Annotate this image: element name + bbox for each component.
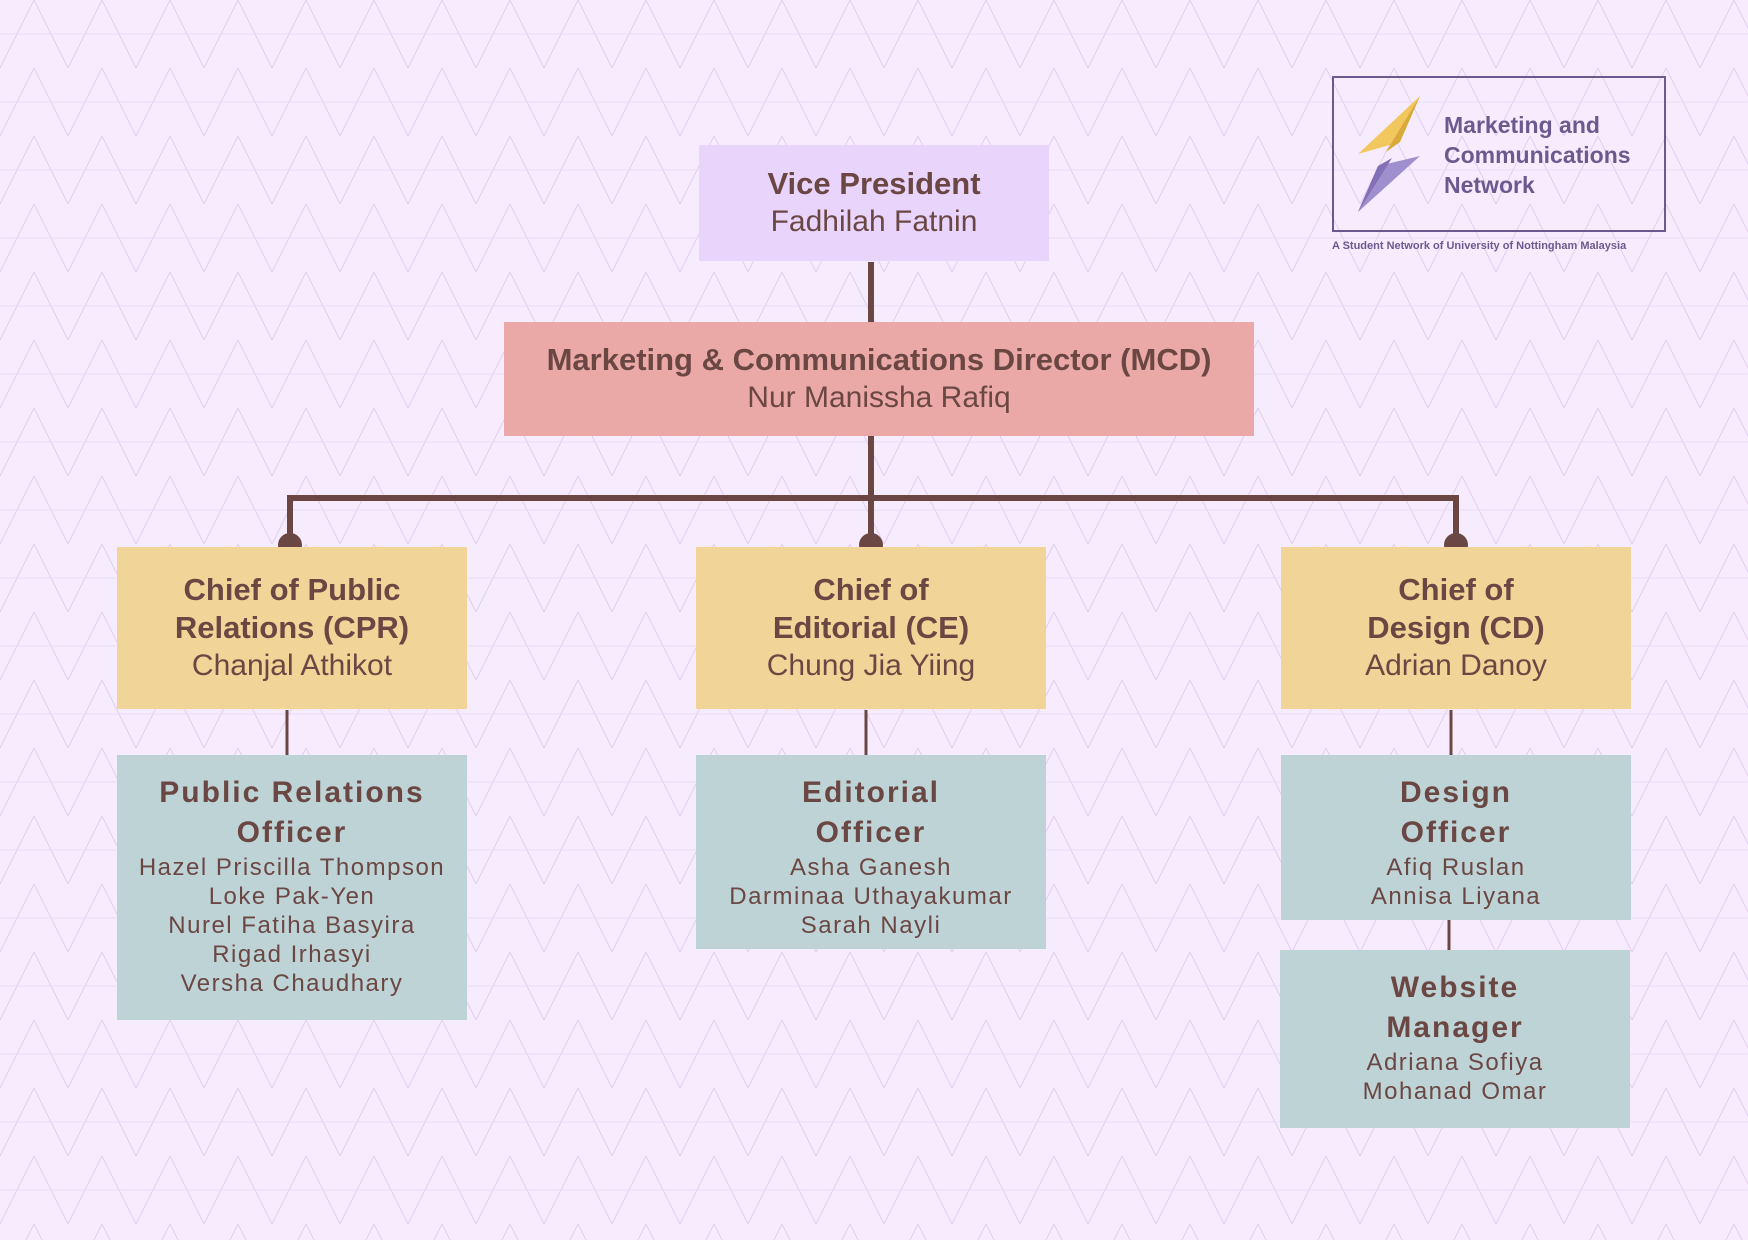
team-member: Afiq Ruslan (1386, 854, 1526, 881)
public-relations-team-box: Public Relations Officer Hazel Priscilla… (117, 755, 467, 1020)
team-member: Sarah Nayli (800, 912, 942, 939)
editorial-team-title: Editorial Officer (801, 776, 940, 849)
chief-cpr-title: Chief of Public Relations (CPR) (174, 572, 410, 645)
editorial-team-box: Editorial Officer Asha Ganesh Darminaa U… (696, 755, 1046, 949)
chief-cpr-box: Chief of Public Relations (CPR) Chanjal … (117, 547, 467, 709)
vice-president-name: Fadhilah Fatnin (770, 205, 978, 238)
director-title: Marketing & Communications Director (MCD… (546, 342, 1212, 377)
logo: Marketing and Communications Network (1332, 76, 1666, 232)
chief-ce-title: Chief of Editorial (CE) (772, 572, 970, 645)
vice-president-box: Vice President Fadhilah Fatnin (699, 145, 1049, 261)
team-member: Mohanad Omar (1362, 1078, 1548, 1105)
website-member-list: Adriana Sofiya Mohanad Omar (1363, 1048, 1548, 1106)
director-name: Nur Manissha Rafiq (747, 381, 1011, 414)
chief-ce-name: Chung Jia Yiing (766, 649, 976, 682)
public-relations-member-list: Hazel Priscilla Thompson Loke Pak-Yen Nu… (139, 853, 445, 998)
lightning-bolt-icon (1358, 96, 1420, 212)
team-member: Hazel Priscilla Thompson (138, 854, 446, 881)
website-team-box: Website Manager Adriana Sofiya Mohanad O… (1280, 950, 1630, 1128)
team-member: Adriana Sofiya (1366, 1049, 1544, 1076)
team-member: Asha Ganesh (790, 854, 952, 881)
vice-president-title: Vice President (767, 166, 981, 201)
public-relations-team-title: Public Relations Officer (159, 776, 425, 849)
chief-cd-name: Adrian Danoy (1365, 649, 1547, 682)
chief-cpr-name: Chanjal Athikot (191, 649, 393, 682)
team-member: Darminaa Uthayakumar (729, 883, 1013, 910)
team-member: Versha Chaudhary (180, 970, 404, 997)
chief-ce-box: Chief of Editorial (CE) Chung Jia Yiing (696, 547, 1046, 709)
director-box: Marketing & Communications Director (MCD… (504, 322, 1254, 436)
logo-tagline: A Student Network of University of Notti… (1332, 240, 1627, 252)
logo-name: Marketing and Communications Network (1444, 112, 1631, 198)
design-team-title: Design Officer (1399, 776, 1513, 849)
chief-cd-box: Chief of Design (CD) Adrian Danoy (1281, 547, 1631, 709)
team-member: Annisa Liyana (1370, 883, 1542, 910)
team-member: Nurel Fatiha Basyira (168, 912, 416, 939)
website-team-title: Website Manager (1386, 971, 1524, 1044)
chief-cd-title: Chief of Design (CD) (1367, 572, 1545, 645)
team-member: Loke Pak-Yen (208, 883, 376, 910)
design-member-list: Afiq Ruslan Annisa Liyana (1371, 853, 1541, 911)
editorial-member-list: Asha Ganesh Darminaa Uthayakumar Sarah N… (729, 853, 1012, 940)
team-member: Rigad Irhasyi (212, 941, 372, 968)
design-team-box: Design Officer Afiq Ruslan Annisa Liyana (1281, 755, 1631, 920)
